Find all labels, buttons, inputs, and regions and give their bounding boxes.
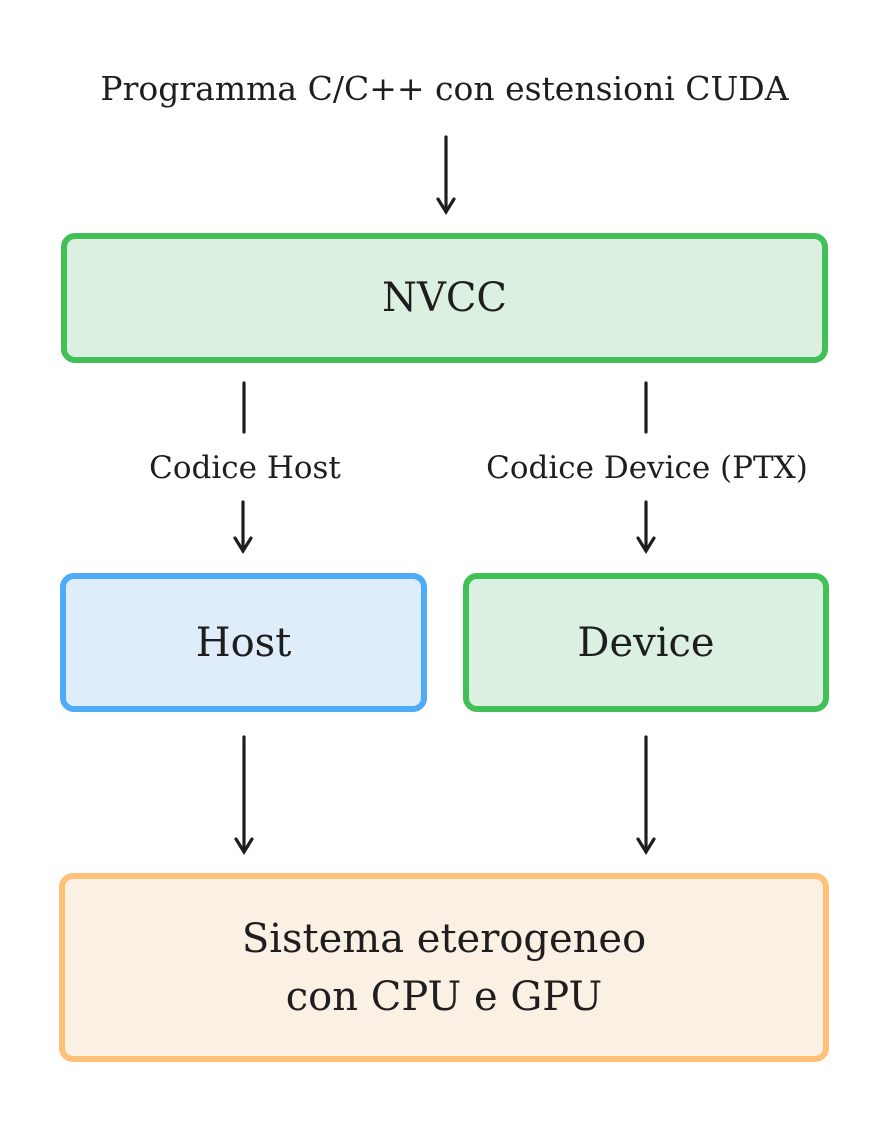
device-node: Device <box>463 573 829 712</box>
arrowhead-title-to-nvcc <box>436 197 456 216</box>
host-node: Host <box>60 573 427 712</box>
device-node-label: Device <box>577 619 715 666</box>
arrowhead-label-to-device <box>636 536 656 555</box>
nvcc-node: NVCC <box>61 233 828 363</box>
arrowhead-label-to-host <box>233 536 253 555</box>
nvcc-node-label: NVCC <box>381 275 508 321</box>
host-node-label: Host <box>195 619 292 666</box>
host-code-label: Codice Host <box>149 450 341 486</box>
system-node-line1: Sistema eterogeneo <box>241 915 647 962</box>
diagram-title: Programma C/C++ con estensioni CUDA <box>100 69 789 108</box>
device-code-label: Codice Device (PTX) <box>486 450 808 486</box>
arrowhead-device-to-system <box>636 837 656 856</box>
system-node: Sistema eterogeneo con CPU e GPU <box>59 873 829 1062</box>
arrowhead-host-to-system <box>234 837 254 856</box>
system-node-line2: con CPU e GPU <box>285 973 603 1020</box>
